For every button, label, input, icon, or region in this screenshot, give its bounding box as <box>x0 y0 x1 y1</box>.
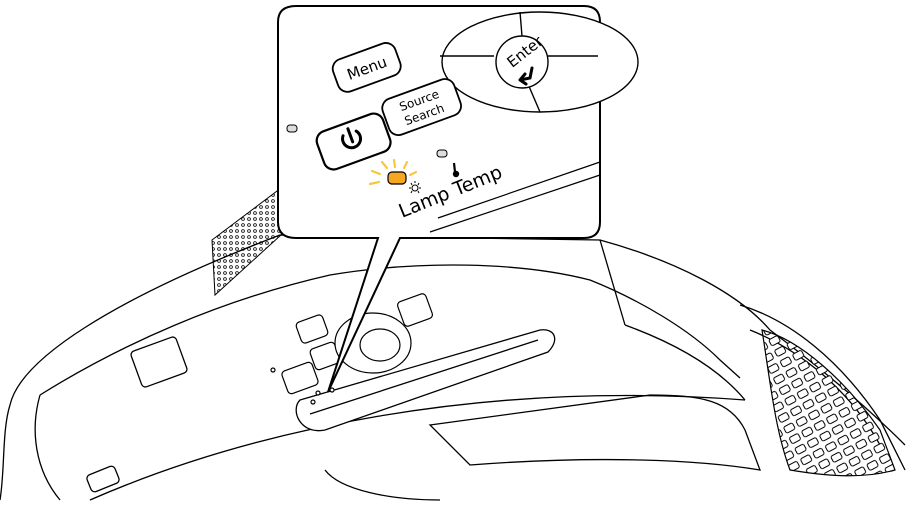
body-menu-button <box>295 314 329 344</box>
power-button <box>315 112 392 171</box>
source-search-button: Source Search <box>381 78 462 136</box>
thermometer-icon <box>452 162 460 178</box>
power-icon <box>341 127 363 150</box>
body-power-button <box>281 361 319 395</box>
body-help-button <box>396 293 434 327</box>
enter-arrow-icon <box>518 66 534 86</box>
temp-indicator <box>436 149 448 158</box>
power-indicator <box>286 124 298 133</box>
lamp-indicator <box>368 158 418 186</box>
menu-button: Menu <box>331 42 402 93</box>
exhaust-grille <box>761 329 896 477</box>
enter-dpad <box>440 11 639 113</box>
lamp-bulb-icon <box>409 181 421 194</box>
front-bar <box>295 329 556 432</box>
